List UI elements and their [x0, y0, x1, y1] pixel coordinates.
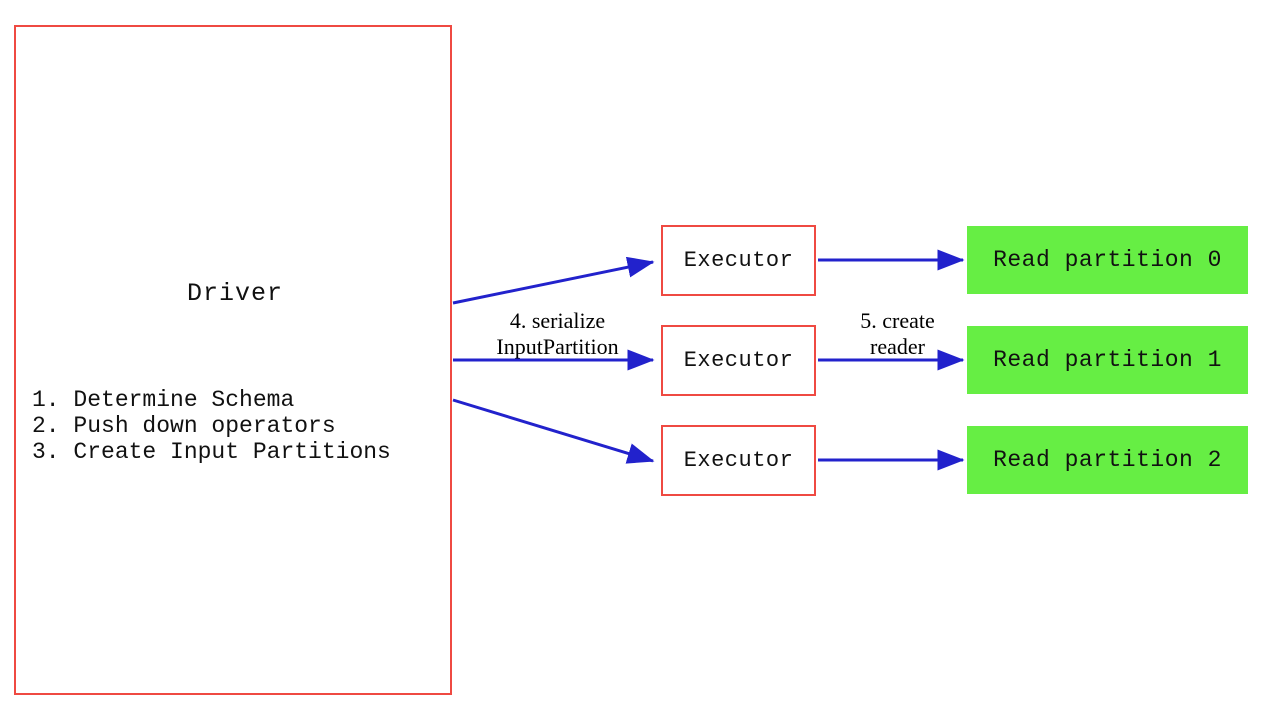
executor-label-3: Executor [683, 448, 794, 473]
executor-box-1: Executor [661, 225, 816, 296]
arrow-label-serialize-line-2: InputPartition [496, 334, 619, 359]
arrow-label-serialize: 4. serialize InputPartition [470, 308, 645, 360]
executor-label-2: Executor [683, 348, 794, 373]
partition-label-2: Read partition 2 [993, 447, 1222, 473]
arrow-label-serialize-line-1: 4. serialize [509, 308, 606, 333]
partition-box-0: Read partition 0 [967, 226, 1248, 294]
arrow-label-create-reader-line-1: 5. create [860, 308, 935, 333]
partition-box-2: Read partition 2 [967, 426, 1248, 494]
executor-box-3: Executor [661, 425, 816, 496]
executor-label-1: Executor [683, 248, 794, 273]
executor-box-2: Executor [661, 325, 816, 396]
driver-steps-list: 1. Determine Schema 2. Push down operato… [32, 387, 391, 465]
partition-label-0: Read partition 0 [993, 247, 1222, 273]
partition-box-1: Read partition 1 [967, 326, 1248, 394]
driver-title: Driver [186, 279, 283, 308]
arrow-driver-to-executor-3 [452, 398, 655, 464]
arrow-label-create-reader: 5. create reader [825, 308, 970, 360]
arrow-label-create-reader-line-2: reader [870, 334, 925, 359]
driver-box: Driver 1. Determine Schema 2. Push down … [14, 25, 452, 695]
arrow-driver-to-executor-1 [452, 256, 655, 305]
partition-label-1: Read partition 1 [993, 347, 1222, 373]
